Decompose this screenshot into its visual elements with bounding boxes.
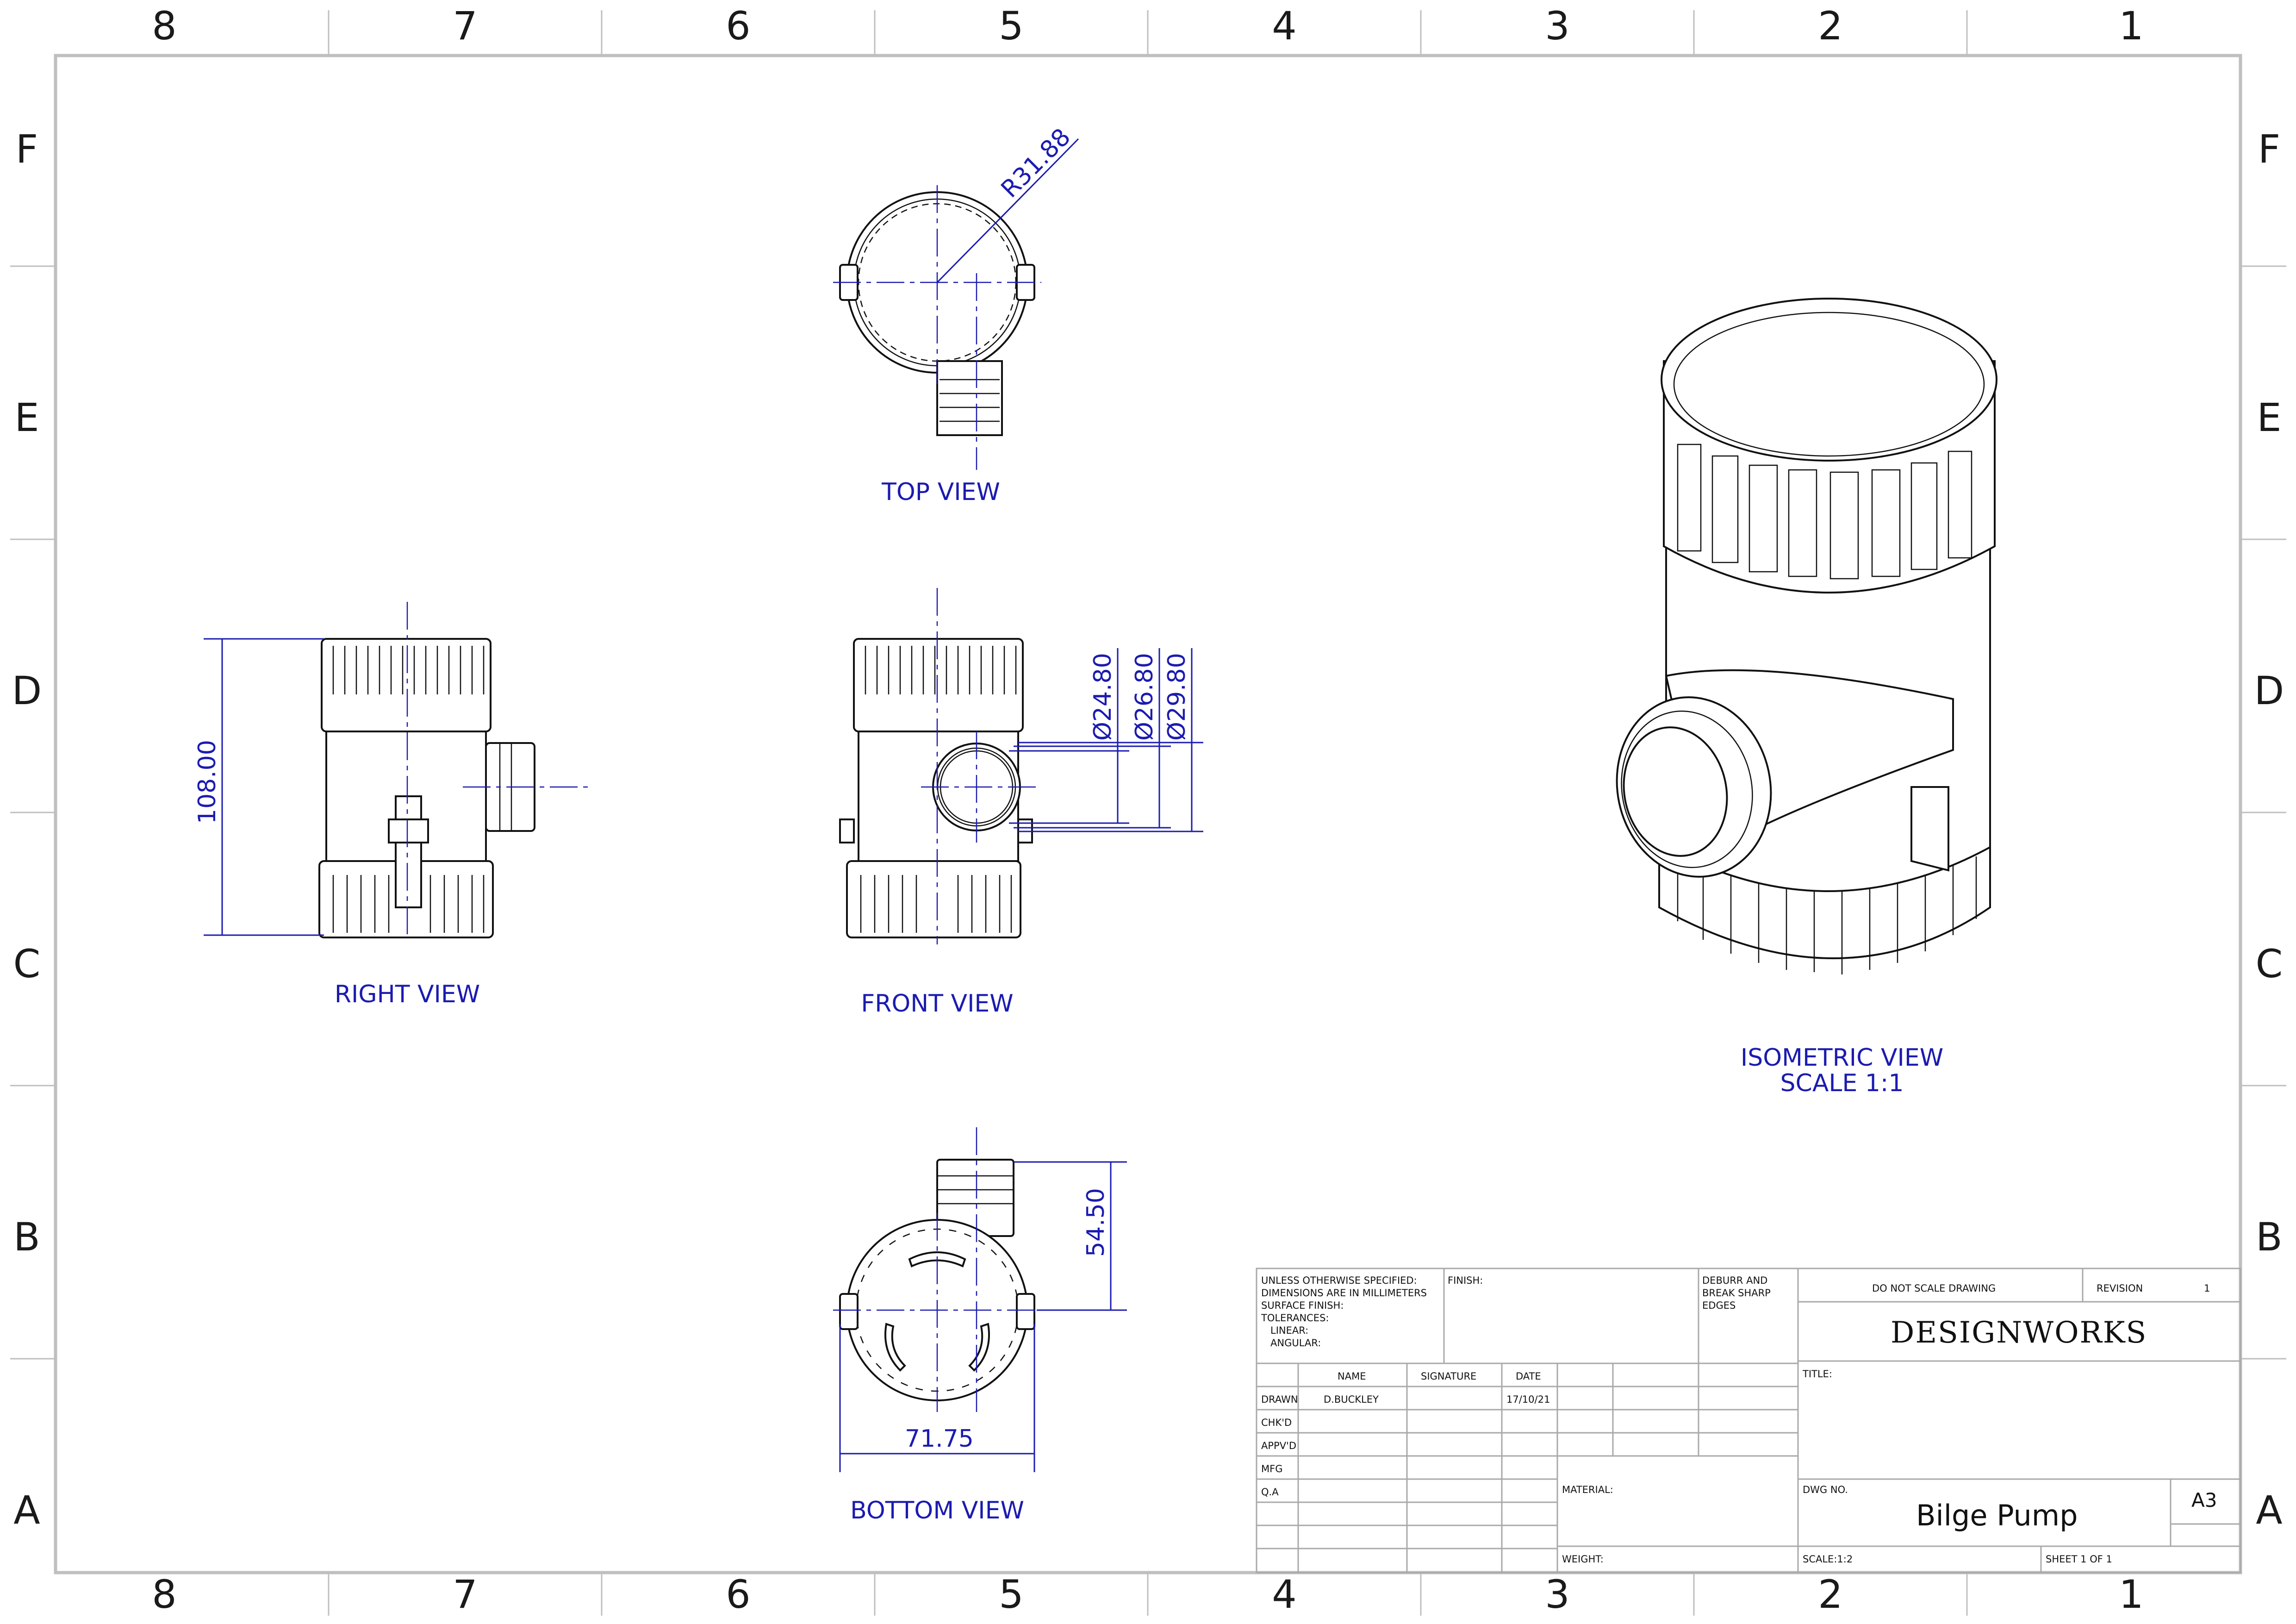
zone-col-2: 2 <box>1818 3 1842 49</box>
tb-dwg-no-label: DWG NO. <box>1803 1484 1848 1495</box>
zone-col-3: 3 <box>1545 3 1569 49</box>
tb-revision-label: REVISION <box>2097 1283 2143 1294</box>
diameter-1-dimension: Ø24.80 <box>1089 653 1117 741</box>
top-view: R31.88 TOP VIEW <box>833 123 1079 506</box>
bottom-view: 54.50 71.75 BOTTOM VIEW <box>833 1127 1127 1524</box>
zone-col-4: 4 <box>1272 3 1296 49</box>
zone-col-5: 5 <box>999 1572 1023 1617</box>
zone-row-f: F <box>16 126 38 172</box>
tb-note-1: UNLESS OTHERWISE SPECIFIED: <box>1261 1275 1417 1286</box>
tb-revision-value: 1 <box>2204 1283 2210 1294</box>
zone-col-3: 3 <box>1545 1572 1569 1617</box>
zone-row-d: D <box>12 668 42 713</box>
front-view: Ø24.80 Ø26.80 Ø29.80 FRONT VIEW <box>839 588 1203 1018</box>
zone-row-a: A <box>13 1487 40 1533</box>
zone-rows-left: F E D C B A <box>12 126 42 1533</box>
tb-role-qa: Q.A <box>1261 1487 1279 1498</box>
width-dimension: 71.75 <box>905 1425 974 1453</box>
height-dimension: 108.00 <box>193 740 221 824</box>
tb-deburr-2: BREAK SHARP <box>1702 1287 1771 1299</box>
tb-note-6: ANGULAR: <box>1270 1337 1321 1349</box>
right-view-label: RIGHT VIEW <box>335 981 480 1008</box>
isometric-view: ISOMETRIC VIEW SCALE 1:1 <box>1616 298 1997 1097</box>
isometric-scale-label: SCALE 1:1 <box>1780 1069 1904 1097</box>
zone-row-c: C <box>13 941 41 987</box>
zone-col-7: 7 <box>453 3 477 49</box>
tb-note-4: TOLERANCES: <box>1261 1312 1329 1324</box>
top-view-label: TOP VIEW <box>881 478 1000 506</box>
tb-finish-label: FINISH: <box>1448 1275 1483 1286</box>
tb-role-approved: APPV'D <box>1261 1440 1296 1451</box>
zone-col-7: 7 <box>453 1572 477 1617</box>
zone-row-d: D <box>2254 668 2284 713</box>
tb-col-name: NAME <box>1338 1371 1366 1382</box>
tb-drawn-date: 17/10/21 <box>1506 1394 1550 1405</box>
outlet-length-dimension: 54.50 <box>1082 1188 1110 1257</box>
diameter-3-dimension: Ø29.80 <box>1163 653 1191 741</box>
title-block: UNLESS OTHERWISE SPECIFIED: DIMENSIONS A… <box>1256 1268 2241 1574</box>
tb-note-3: SURFACE FINISH: <box>1261 1300 1344 1311</box>
tb-weight-label: WEIGHT: <box>1562 1554 1604 1565</box>
zone-col-2: 2 <box>1818 1572 1842 1617</box>
zone-col-8: 8 <box>152 3 176 49</box>
tb-sheet-size: A3 <box>2191 1489 2217 1512</box>
tb-do-not-scale: DO NOT SCALE DRAWING <box>1872 1283 1996 1294</box>
tb-role-checked: CHK'D <box>1261 1417 1292 1428</box>
zone-row-e: E <box>14 395 39 440</box>
isometric-view-label: ISOMETRIC VIEW <box>1741 1044 1943 1072</box>
zone-columns-top: 8 7 6 5 4 3 2 1 <box>152 3 2143 49</box>
tb-col-date: DATE <box>1516 1371 1541 1382</box>
tb-material-label: MATERIAL: <box>1562 1484 1613 1495</box>
bottom-view-label: BOTTOM VIEW <box>850 1497 1024 1524</box>
tb-deburr-1: DEBURR AND <box>1702 1275 1767 1286</box>
zone-col-8: 8 <box>152 1572 176 1617</box>
tb-sheet-number: SHEET 1 OF 1 <box>2046 1554 2112 1565</box>
zone-row-f: F <box>2258 126 2280 172</box>
tb-role-mfg: MFG <box>1261 1463 1282 1474</box>
zone-row-c: C <box>2256 941 2283 987</box>
zone-columns-bottom: 8 7 6 5 4 3 2 1 <box>152 1572 2143 1617</box>
tb-drawn-name: D.BUCKLEY <box>1324 1394 1379 1405</box>
front-view-label: FRONT VIEW <box>861 990 1013 1018</box>
zone-row-a: A <box>2256 1487 2282 1533</box>
zone-col-4: 4 <box>1272 1572 1296 1617</box>
tb-note-5: LINEAR: <box>1270 1325 1308 1336</box>
zone-rows-right: F E D C B A <box>2254 126 2284 1533</box>
zone-row-b: B <box>2256 1214 2283 1260</box>
zone-col-5: 5 <box>999 3 1023 49</box>
zone-row-e: E <box>2257 395 2281 440</box>
tb-scale: SCALE:1:2 <box>1803 1554 1853 1565</box>
right-view: 108.00 RIGHT VIEW <box>193 602 592 1008</box>
radius-dimension: R31.88 <box>996 123 1076 203</box>
zone-col-1: 1 <box>2119 3 2143 49</box>
zone-col-1: 1 <box>2119 1572 2143 1617</box>
tb-title-label: TITLE: <box>1802 1368 1832 1380</box>
zone-col-6: 6 <box>726 1572 750 1617</box>
tb-note-2: DIMENSIONS ARE IN MILLIMETERS <box>1261 1287 1427 1299</box>
tb-dwg-title: Bilge Pump <box>1916 1499 2078 1532</box>
tb-deburr-3: EDGES <box>1702 1300 1736 1311</box>
zone-col-6: 6 <box>726 3 750 49</box>
tb-role-drawn: DRAWN <box>1261 1394 1298 1405</box>
zone-row-b: B <box>13 1214 40 1260</box>
diameter-2-dimension: Ø26.80 <box>1131 653 1158 741</box>
sheet-border <box>10 10 2286 1616</box>
tb-col-signature: SIGNATURE <box>1421 1371 1476 1382</box>
tb-brand: DESIGNWORKS <box>1891 1316 2147 1350</box>
